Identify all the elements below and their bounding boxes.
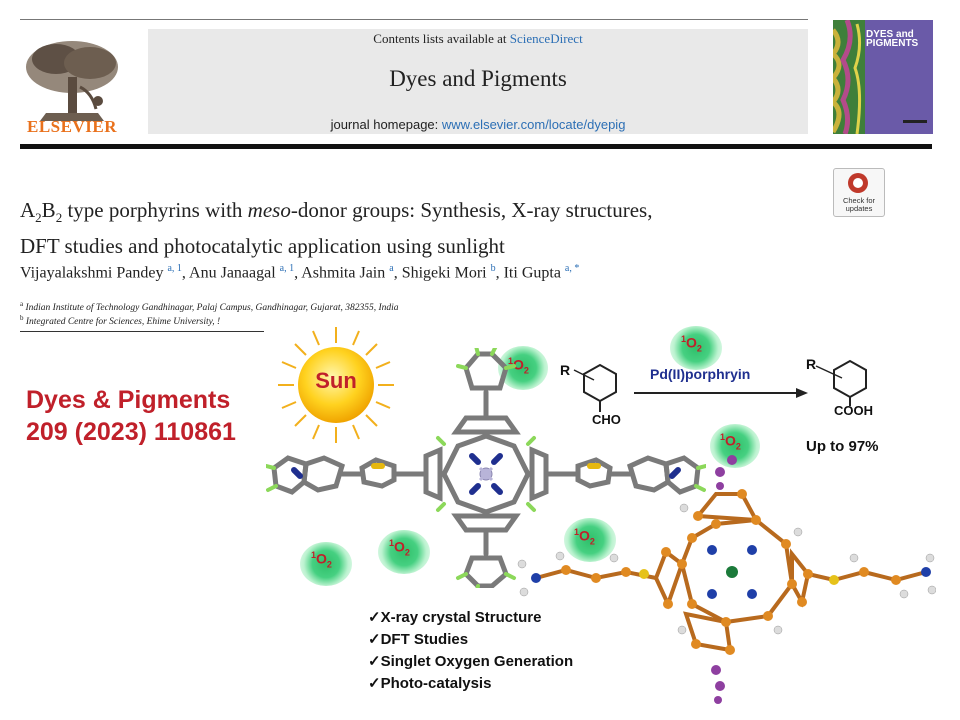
affiliation-rule xyxy=(20,331,270,332)
title-text-2: -donor groups: Synthesis, X-ray structur… xyxy=(290,198,653,222)
title-text-1: type porphyrins with xyxy=(62,198,248,222)
o2-sup: 1 xyxy=(720,432,726,442)
reactant-group-label: CHO xyxy=(592,412,621,427)
singlet-oxygen-glow xyxy=(378,530,430,574)
affiliation-a: a Indian Institute of Technology Gandhin… xyxy=(20,300,510,313)
product-group-label: COOH xyxy=(834,403,873,418)
o2-sup: 1 xyxy=(508,356,514,366)
checklist-item: ✓DFT Studies xyxy=(368,631,469,648)
check-updates-label: Check for updates xyxy=(842,196,876,213)
o2-main: O xyxy=(394,538,405,555)
o2-sub: 2 xyxy=(523,365,529,376)
affiliation-a-mark: a xyxy=(20,300,24,308)
title-italic: meso xyxy=(247,198,291,222)
singlet-oxygen-label: 1O2 xyxy=(508,356,529,375)
check-updates-icon-center xyxy=(853,178,863,188)
author-name[interactable]: Ashmita Jain xyxy=(301,264,386,282)
author-name[interactable]: Vijayalakshmi Pandey xyxy=(20,264,164,282)
o2-main: O xyxy=(725,432,736,449)
sun-icon xyxy=(278,327,394,443)
catalyst-label: Pd(II)porphryin xyxy=(650,366,751,382)
affiliation-a-text: Indian Institute of Technology Gandhinag… xyxy=(25,303,399,314)
checklist-item: ✓Singlet Oxygen Generation xyxy=(368,653,574,670)
citation-volume: 209 (2023) 110861 xyxy=(26,418,236,446)
checklist-item: ✓Photo-catalysis xyxy=(368,675,492,692)
product-r-label: R xyxy=(806,356,817,372)
singlet-oxygen-glow xyxy=(564,518,616,562)
singlet-oxygen-label: 1O2 xyxy=(681,334,702,353)
contents-prefix: Contents lists available at xyxy=(373,31,510,46)
singlet-oxygen-label: 1O2 xyxy=(574,527,595,546)
journal-cover-image xyxy=(833,20,933,134)
author-name[interactable]: Anu Janaagal xyxy=(189,264,276,282)
author-affiliation-mark[interactable]: b xyxy=(490,263,496,274)
singlet-oxygen-glow xyxy=(300,542,352,586)
title-a: A xyxy=(20,198,36,222)
o2-main: O xyxy=(579,527,590,544)
contents-line: Contents lists available at ScienceDirec… xyxy=(148,31,808,47)
header-top-rule xyxy=(20,19,808,20)
singlet-oxygen-glow xyxy=(670,326,722,370)
cover-title: DYES and PIGMENTS xyxy=(866,29,919,49)
elsevier-tree-logo xyxy=(20,37,124,127)
o2-main: O xyxy=(316,550,327,567)
singlet-oxygen-label: 1O2 xyxy=(720,432,741,451)
o2-sub: 2 xyxy=(696,343,702,354)
article-title: A2B2 type porphyrins with meso-donor gro… xyxy=(20,196,820,260)
journal-homepage: journal homepage: www.elsevier.com/locat… xyxy=(148,117,808,132)
o2-sup: 1 xyxy=(389,538,395,548)
homepage-prefix: journal homepage: xyxy=(330,117,442,132)
o2-sub: 2 xyxy=(589,536,595,547)
author-affiliation-mark[interactable]: a xyxy=(389,263,394,274)
affiliation-b: b Integrated Centre for Sciences, Ehime … xyxy=(20,314,270,327)
journal-title: Dyes and Pigments xyxy=(389,66,567,91)
publisher-name: ELSEVIER xyxy=(27,117,117,136)
header-box xyxy=(148,29,808,134)
o2-sub: 2 xyxy=(404,547,410,558)
porphyrin-molecule-model xyxy=(266,348,706,588)
o2-sup: 1 xyxy=(311,550,317,560)
o2-main: O xyxy=(686,334,697,351)
citation-block: Dyes & Pigments 209 (2023) 110861 xyxy=(26,384,236,448)
affiliation-b-mark: b xyxy=(20,314,24,322)
singlet-oxygen-label: 1O2 xyxy=(389,538,410,557)
o2-sub: 2 xyxy=(735,441,741,452)
author-name[interactable]: Iti Gupta xyxy=(503,264,561,282)
header-bottom-rule xyxy=(20,144,932,149)
title-sub-a: 2 xyxy=(35,210,42,226)
o2-sup: 1 xyxy=(574,527,580,537)
o2-sub: 2 xyxy=(326,559,332,570)
affiliation-b-text: Integrated Centre for Sciences, Ehime Un… xyxy=(25,317,221,328)
title-sub-b: 2 xyxy=(55,210,63,226)
author-affiliation-mark[interactable]: a, 1 xyxy=(167,263,182,274)
sun-label: Sun xyxy=(315,368,357,393)
crystal-structure-model xyxy=(517,455,936,704)
yield-label: Up to 97% xyxy=(806,438,879,455)
citation-journal: Dyes & Pigments xyxy=(26,386,231,414)
title-b: B xyxy=(41,198,56,222)
o2-main: O xyxy=(513,356,524,373)
author-affiliation-mark[interactable]: a, * xyxy=(564,263,580,274)
singlet-oxygen-label: 1O2 xyxy=(311,550,332,569)
checklist-item: ✓X-ray crystal Structure xyxy=(368,609,542,626)
reaction-scheme xyxy=(573,359,867,412)
author-name[interactable]: Shigeki Mori xyxy=(401,264,487,282)
reactant-r-label: R xyxy=(560,362,571,378)
author-list: Vijayalakshmi Pandey a, 1, Anu Janaagal … xyxy=(20,263,580,282)
o2-sup: 1 xyxy=(681,334,687,344)
sciencedirect-link[interactable]: ScienceDirect xyxy=(509,31,583,46)
graphical-abstract xyxy=(264,312,934,694)
homepage-link[interactable]: www.elsevier.com/locate/dyepig xyxy=(441,117,626,132)
author-affiliation-mark[interactable]: a, 1 xyxy=(279,263,295,274)
title-line-2: DFT studies and photocatalytic applicati… xyxy=(20,234,505,259)
